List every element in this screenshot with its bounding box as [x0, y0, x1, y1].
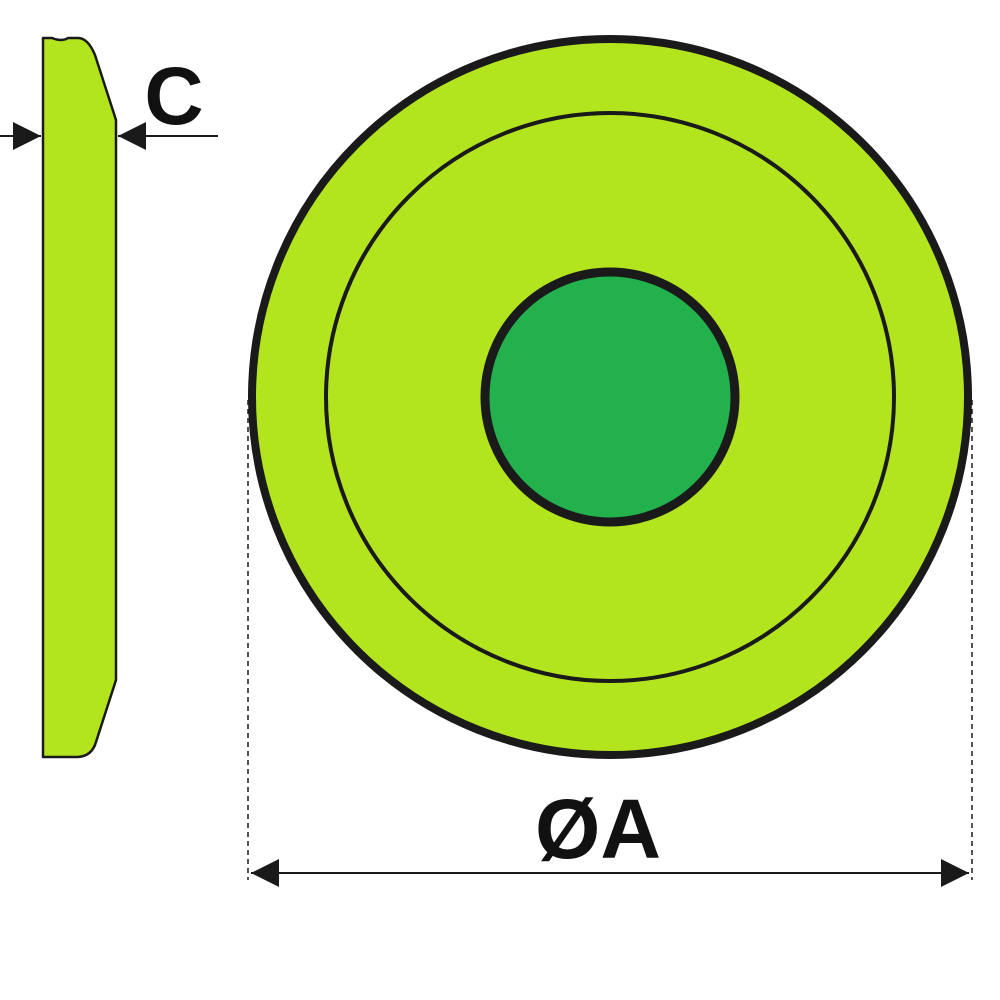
front-view [248, 35, 972, 759]
diameter-label: ØA [535, 782, 661, 876]
washer-inner-ring [324, 111, 896, 683]
center-hub [480, 267, 740, 527]
side-profile-body [41, 36, 118, 759]
side-profile-view: C [0, 36, 218, 759]
diameter-dimension: ØA [247, 400, 973, 887]
thickness-label: C [144, 51, 203, 142]
